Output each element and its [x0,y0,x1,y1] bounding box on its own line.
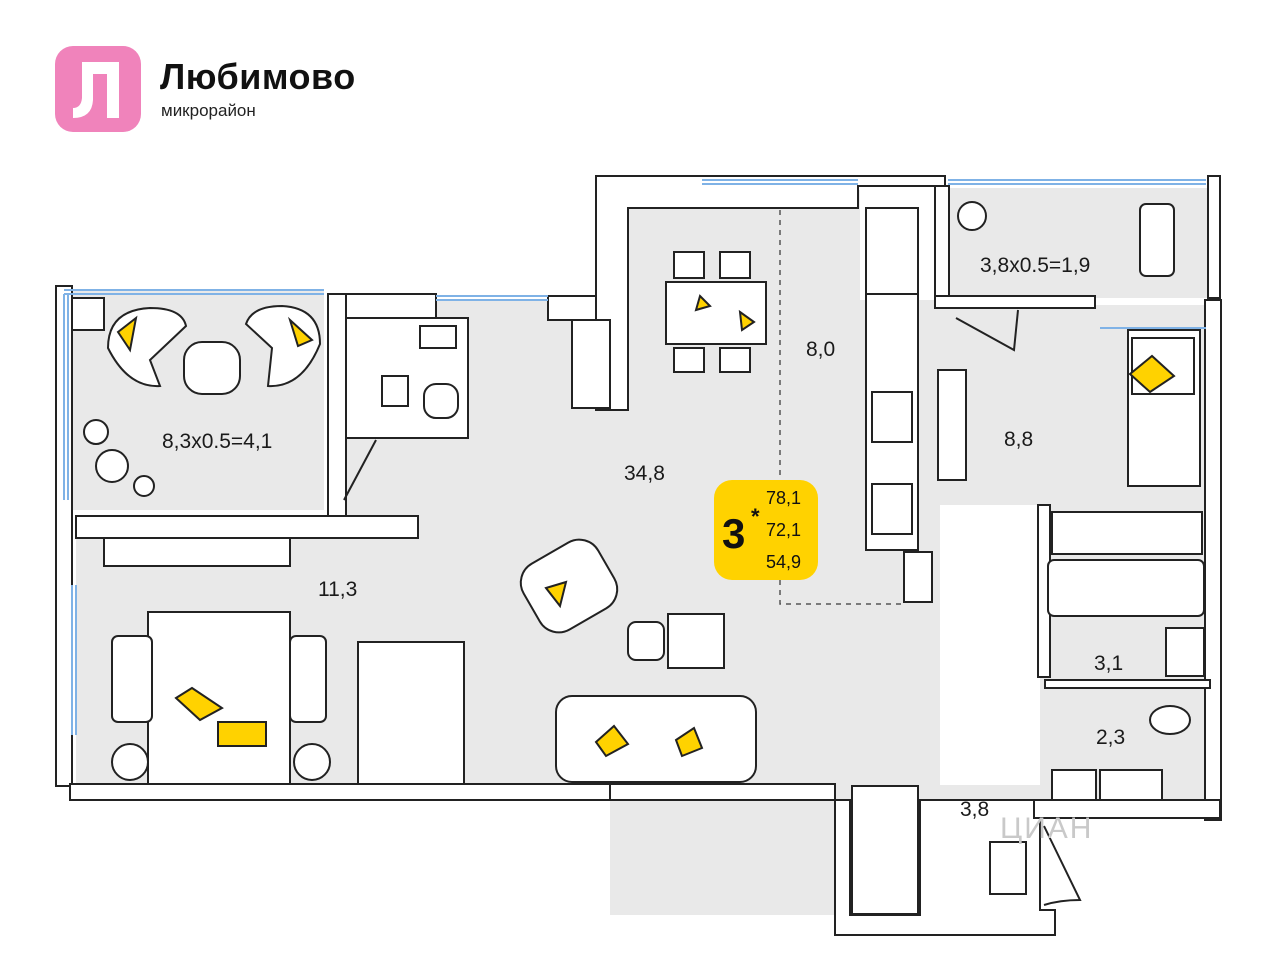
counter-top [865,207,919,295]
dining-chair-4 [719,347,751,373]
kitchen-furniture [571,207,933,603]
wall-office-left [327,293,347,517]
room-label-hall: 3,8 [960,798,990,821]
cushion-right [287,316,314,348]
bathtub [1047,559,1205,617]
watermark: ЦИАН [1000,812,1094,845]
nightstand-left [111,635,153,723]
hall-wardrobe [851,785,919,915]
wall-partition-left [75,515,419,539]
book [381,375,409,407]
wall-north-center [595,175,946,411]
apartment-badge: 3 * 78,1 72,1 54,9 [714,480,818,580]
monitor [419,325,457,349]
room-label-living: 34,8 [624,462,665,485]
bathroom-furniture [1047,511,1205,801]
entrance-door [1043,825,1082,906]
room-label-loggia-right: 3,8x0.5=1,9 [980,254,1091,277]
dining-chair-3 [673,347,705,373]
room-count: 3 [722,510,746,557]
brand-name: Любимово [160,56,356,97]
coffee-table [183,341,241,395]
cushion-sofa-2 [674,726,704,758]
wardrobe-living [357,641,465,785]
dresser [937,369,967,481]
office-door [343,439,377,501]
bedroom-left-furniture [103,537,331,785]
sink-unit [571,319,611,409]
nightstand-right [289,635,327,723]
brand-logo [55,46,141,132]
kitchen-zone-boundary [779,210,905,605]
toilet [1149,705,1191,735]
room-label-toilet: 2,3 [1096,726,1126,749]
oven [871,483,913,535]
sink-bath [1165,627,1205,677]
sink-toilet [1051,769,1097,801]
lamp-left [111,743,149,781]
cushion-bed-left-1 [174,686,224,722]
loggia-cabinet [71,297,105,331]
office-chair [423,383,459,419]
doors [343,309,1082,906]
lamp-right [293,743,331,781]
walls [55,175,1222,936]
loggia-door [955,309,1019,352]
plant-icon-right [957,201,987,231]
ottoman [627,621,665,661]
washing-machine [1099,769,1163,801]
dining-napkin-1 [694,294,712,312]
office-furniture [345,317,469,439]
side-table [667,613,725,669]
wall-east [1204,299,1222,821]
tv-stand [103,537,291,567]
cushion-bed-left-2 [217,721,267,747]
dining-chair-2 [719,251,751,279]
wall-south-left [69,783,611,801]
washer-shelf [1051,511,1203,555]
wall-loggia-west [934,185,950,297]
living-area: 54,9 [766,552,802,572]
area-without-balcony: 72,1 [766,520,802,540]
plant-icon [83,419,155,497]
brand-letter-icon [73,62,119,118]
dining-table [665,281,767,345]
loggia-right-furniture [957,201,1175,277]
loggia-left-furniture [71,297,322,497]
living-furniture [357,538,757,785]
brand-subtitle: микрорайон [161,101,256,120]
windows [63,179,1206,735]
cushion-bed-right [1128,354,1176,394]
dining-napkin-2 [738,309,756,332]
wall-bath-divider [1044,679,1211,689]
room-label-bathroom: 3,1 [1094,652,1124,675]
wall-kitchen-stub [547,295,597,321]
sofa [555,695,757,783]
room-label-bedroom-right: 8,8 [1004,428,1034,451]
room-label-loggia-left: 8,3x0.5=4,1 [162,430,273,453]
cushion-sofa-1 [594,724,630,758]
armchair-living [519,538,619,634]
dining-chair-1 [673,251,705,279]
total-area: 78,1 [766,488,802,508]
wall-loggia-east [1207,175,1221,299]
bedroom-right-furniture [937,329,1201,487]
room-label-bedroom-left: 11,3 [318,578,358,601]
cushion-left [116,315,138,353]
room-count-mark: * [751,504,760,529]
room-label-kitchen: 8,0 [806,338,836,361]
bed-left [147,611,291,785]
hall-furniture [851,785,1027,915]
exercise-bench [1139,203,1175,277]
cushion-armchair [544,580,568,609]
fridge [903,551,933,603]
wall-bedroom-top [934,295,1096,309]
shoe-rack [989,841,1027,895]
hob [871,391,913,443]
armchair-right [244,304,322,388]
